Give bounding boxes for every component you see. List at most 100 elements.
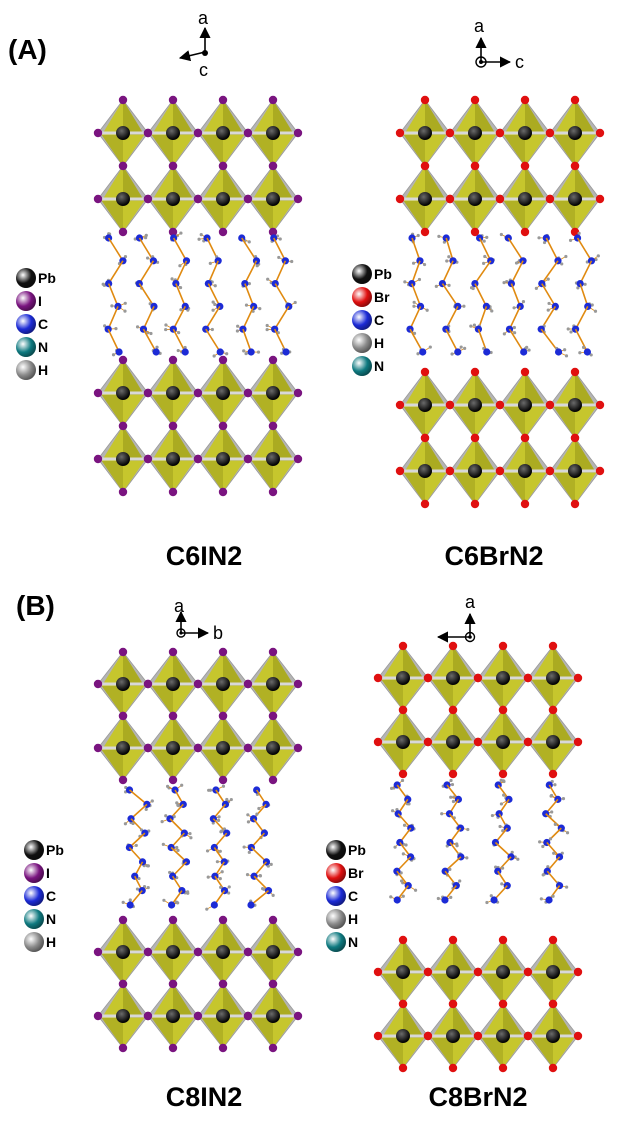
caption-c6in2: C6IN2 [165, 541, 243, 571]
legend-label: N [348, 933, 359, 950]
octahedron [423, 999, 483, 1073]
caption-c8in2: C8IN2 [165, 1082, 243, 1112]
legend-label: Pb [374, 265, 392, 282]
octahedron [473, 935, 533, 1009]
axis-up-label-a2: a [474, 16, 485, 36]
legend-item: H [24, 930, 64, 953]
octahedron [445, 367, 505, 443]
octahedron [93, 355, 153, 431]
octahedron [243, 915, 303, 989]
atom-swatch [326, 931, 346, 952]
legend-label: N [46, 910, 57, 927]
legend-label: N [38, 338, 49, 355]
atom-swatch [326, 862, 346, 883]
octahedron [143, 979, 203, 1053]
organic-cations [121, 783, 275, 911]
atom-swatch [16, 359, 36, 380]
legend-item: C [352, 308, 392, 331]
octahedron [243, 647, 303, 721]
octahedron [193, 979, 253, 1053]
octahedron [143, 161, 203, 237]
legend-item: Pb [16, 266, 56, 289]
octahedron [243, 95, 303, 171]
octahedron [143, 711, 203, 785]
legend-label: H [46, 933, 57, 950]
octahedron [93, 711, 153, 785]
legend-label: C [46, 887, 57, 904]
axis-triad-a1 [178, 26, 211, 62]
legend-label: N [374, 357, 385, 374]
legend-item: C [24, 884, 64, 907]
octahedron [395, 95, 455, 171]
axis-up-label-a1: a [198, 8, 209, 28]
octahedron [243, 979, 303, 1053]
legend-item: C [326, 884, 366, 907]
legend-label: H [374, 334, 385, 351]
legend-label: Pb [38, 269, 56, 286]
legend-item: H [352, 331, 392, 354]
octahedron [193, 647, 253, 721]
octahedron [143, 421, 203, 497]
octahedron [495, 367, 555, 443]
octahedron [423, 641, 483, 715]
octahedron [495, 95, 555, 171]
octahedron [523, 705, 583, 779]
atom-swatch [16, 267, 36, 288]
legend-item: N [16, 335, 56, 358]
octahedron [473, 705, 533, 779]
axis-triad-a2 [475, 36, 512, 68]
legend-label: I [46, 864, 50, 881]
octahedron [373, 999, 433, 1073]
octahedron [93, 979, 153, 1053]
caption-c8brn2: C8BrN2 [428, 1082, 528, 1112]
atom-swatch [24, 885, 44, 906]
legend-label: Pb [46, 841, 64, 858]
octahedron [495, 433, 555, 509]
octahedron [523, 935, 583, 1009]
octahedron [545, 95, 605, 171]
atom-swatch [24, 931, 44, 952]
legend-item: H [16, 358, 56, 381]
atom-swatch [352, 263, 372, 284]
legend-label: C [348, 887, 359, 904]
organic-cations [403, 231, 600, 358]
legend-item: Pb [352, 262, 392, 285]
atom-swatch [16, 313, 36, 334]
octahedron [243, 421, 303, 497]
octahedron [373, 935, 433, 1009]
legend-item: N [326, 930, 366, 953]
octahedron [93, 421, 153, 497]
organic-cations [101, 231, 297, 358]
octahedron [243, 161, 303, 237]
panel-label-b: (B) [16, 590, 55, 621]
atom-swatch [16, 290, 36, 311]
axis-triad-b2 [436, 612, 476, 643]
legend-label: Br [374, 288, 390, 305]
octahedron [193, 915, 253, 989]
octahedron [243, 355, 303, 431]
octahedron [93, 95, 153, 171]
atom-swatch [24, 862, 44, 883]
atom-swatch [352, 332, 372, 353]
octahedron [445, 161, 505, 237]
atom-swatch [326, 885, 346, 906]
octahedron [473, 641, 533, 715]
octahedron [423, 705, 483, 779]
legend-label: Br [348, 864, 364, 881]
legend-item: C [16, 312, 56, 335]
octahedron [373, 705, 433, 779]
axis-side-label-a2: c [515, 52, 524, 72]
axis-up-label-b2: a [465, 592, 476, 612]
legend-item: Br [352, 285, 392, 308]
octahedron [193, 711, 253, 785]
octahedron [243, 711, 303, 785]
legend-label: C [38, 315, 49, 332]
octahedron [143, 95, 203, 171]
octahedron [143, 355, 203, 431]
octahedron [545, 161, 605, 237]
atom-swatch [16, 336, 36, 357]
octahedron [143, 647, 203, 721]
